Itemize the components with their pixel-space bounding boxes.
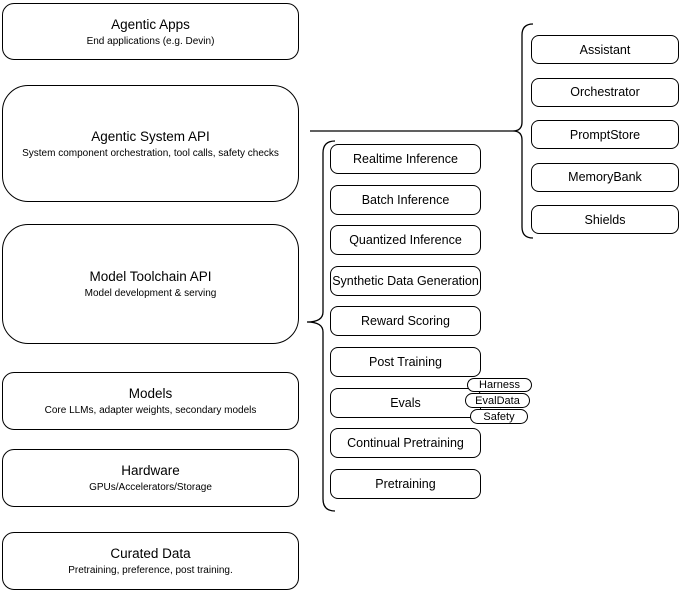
node-synthetic-data-generation: Synthetic Data Generation <box>330 265 481 296</box>
node-subtitle: Pretraining, preference, post training. <box>68 565 233 576</box>
node-shields: Shields <box>531 205 679 235</box>
node-curated-data: Curated Data Pretraining, preference, po… <box>2 532 299 590</box>
system-component-list: Assistant Orchestrator PromptStore Memor… <box>531 35 679 235</box>
node-title: Curated Data <box>110 546 191 561</box>
toolchain-item-list: Realtime Inference Batch Inference Quant… <box>330 144 481 499</box>
node-realtime-inference: Realtime Inference <box>330 144 481 174</box>
node-promptstore: PromptStore <box>531 120 679 150</box>
node-pretraining: Pretraining <box>330 468 481 499</box>
pill-evaldata: EvalData <box>465 393 530 408</box>
node-title: Model Toolchain API <box>89 269 212 284</box>
node-evals: Evals <box>330 387 481 418</box>
node-orchestrator: Orchestrator <box>531 77 679 107</box>
node-subtitle: Core LLMs, adapter weights, secondary mo… <box>44 405 257 416</box>
node-models: Models Core LLMs, adapter weights, secon… <box>2 372 299 430</box>
node-quantized-inference: Quantized Inference <box>330 225 481 256</box>
pill-safety: Safety <box>470 409 528 424</box>
node-assistant: Assistant <box>531 35 679 64</box>
node-title: Models <box>128 386 173 401</box>
node-subtitle: End applications (e.g. Devin) <box>86 35 215 47</box>
node-title: Hardware <box>121 463 180 478</box>
node-agentic-apps: Agentic Apps End applications (e.g. Devi… <box>2 3 299 60</box>
system-components-brace <box>512 23 534 239</box>
node-hardware: Hardware GPUs/Accelerators/Storage <box>2 449 299 507</box>
node-subtitle: Model development & serving <box>84 288 217 299</box>
node-memorybank: MemoryBank <box>531 162 679 192</box>
node-subtitle: System component orchestration, tool cal… <box>22 147 279 159</box>
node-post-training: Post Training <box>330 346 481 377</box>
node-continual-pretraining: Continual Pretraining <box>330 428 481 459</box>
node-subtitle: GPUs/Accelerators/Storage <box>89 482 212 493</box>
pill-harness: Harness <box>467 378 532 392</box>
node-model-toolchain-api: Model Toolchain API Model development & … <box>2 224 299 344</box>
node-agentic-system-api: Agentic System API System component orch… <box>2 85 299 202</box>
node-title: Agentic System API <box>91 128 210 144</box>
node-batch-inference: Batch Inference <box>330 184 481 215</box>
node-title: Agentic Apps <box>111 16 190 32</box>
node-reward-scoring: Reward Scoring <box>330 306 481 337</box>
